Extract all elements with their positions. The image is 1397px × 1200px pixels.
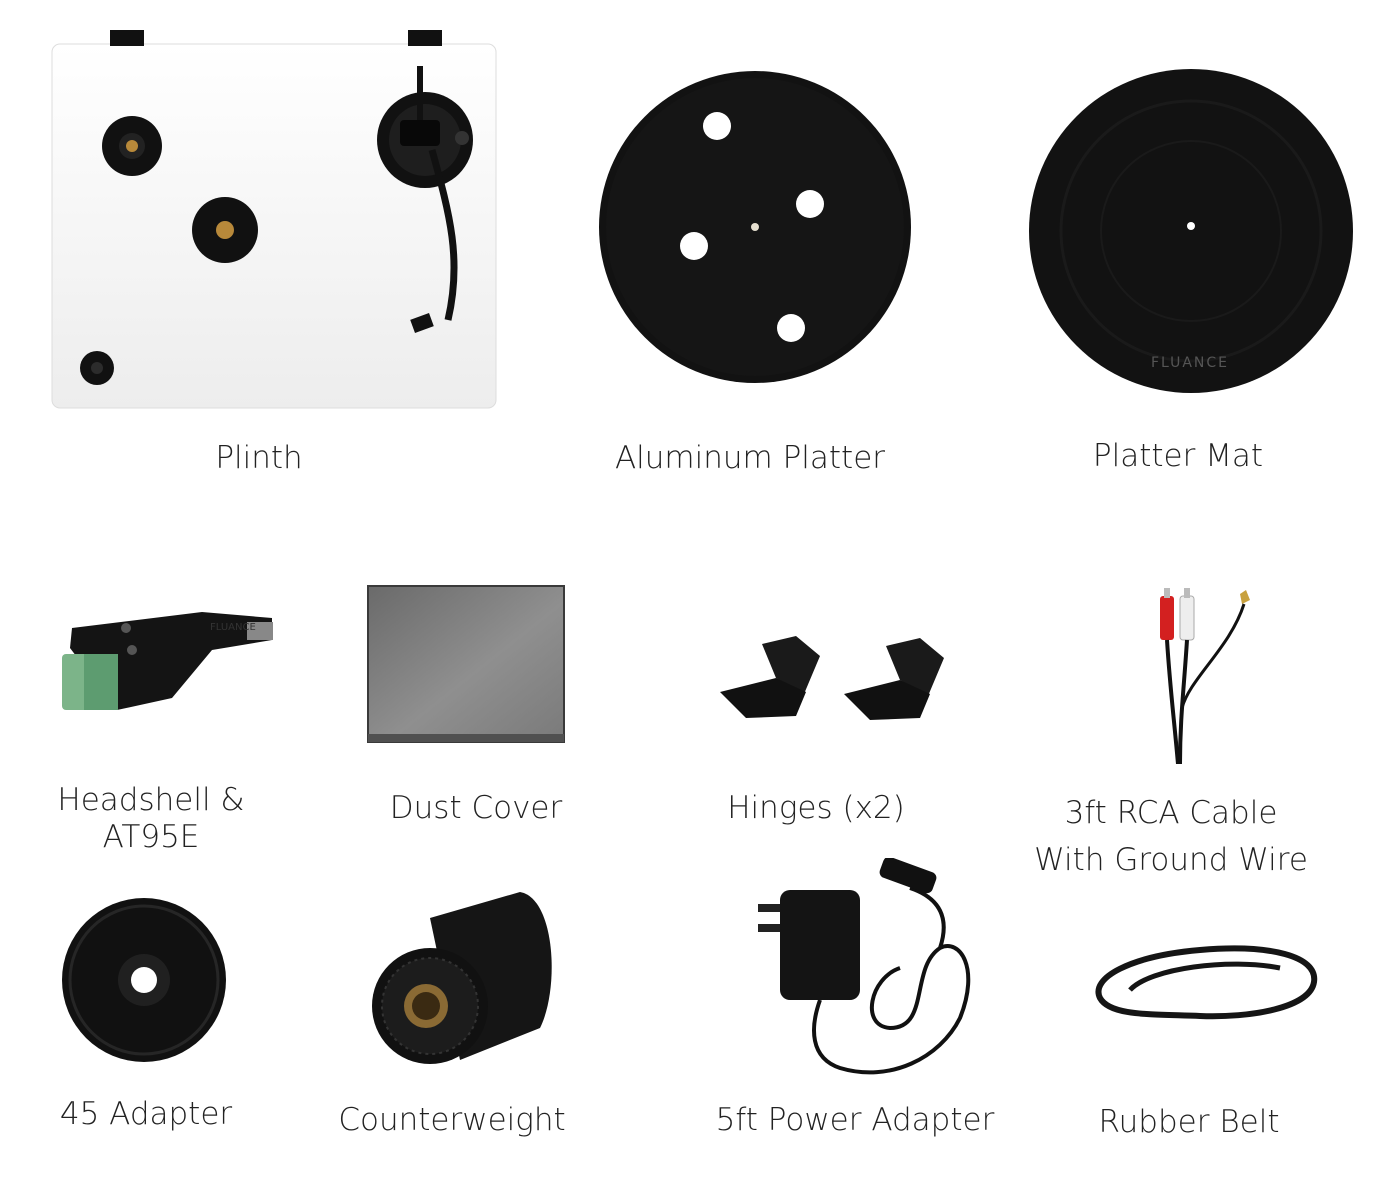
plinth-image xyxy=(50,30,498,412)
plinth-label: Plinth xyxy=(215,440,303,476)
belt-image xyxy=(1090,938,1320,1022)
platter-label: Aluminum Platter xyxy=(614,440,886,476)
adapter-45-image xyxy=(60,896,228,1064)
headshell-label-line1: Headshell & xyxy=(57,782,245,818)
counterweight-image xyxy=(370,888,558,1074)
mat-brand-text: FLUANCE xyxy=(1151,355,1229,371)
adapter-45-label: 45 Adapter xyxy=(59,1096,233,1132)
mat-image: FLUANCE xyxy=(1028,68,1354,394)
rca-cable-image xyxy=(1150,588,1260,764)
rca-cable-label-line1: 3ft RCA Cable xyxy=(1064,795,1278,831)
power-adapter-image xyxy=(750,858,980,1086)
counterweight-label: Counterweight xyxy=(338,1102,566,1138)
hinges-image xyxy=(716,636,952,722)
headshell-label: Headshell & AT95E xyxy=(57,782,244,855)
headshell-image: FLUANCE xyxy=(62,598,274,716)
power-adapter-label: 5ft Power Adapter xyxy=(715,1102,995,1138)
platter-image xyxy=(596,68,914,386)
dust-cover-image xyxy=(366,584,566,744)
belt-label: Rubber Belt xyxy=(1098,1104,1280,1140)
headshell-brand-text: FLUANCE xyxy=(210,622,256,633)
rca-cable-label: 3ft RCA Cable With Ground Wire xyxy=(1034,790,1308,883)
dust-cover-label: Dust Cover xyxy=(389,790,563,826)
headshell-label-line2: AT95E xyxy=(102,818,200,855)
mat-label: Platter Mat xyxy=(1092,438,1264,474)
hinges-label: Hinges (x2) xyxy=(727,790,905,826)
rca-cable-label-line2: With Ground Wire xyxy=(1034,841,1308,878)
